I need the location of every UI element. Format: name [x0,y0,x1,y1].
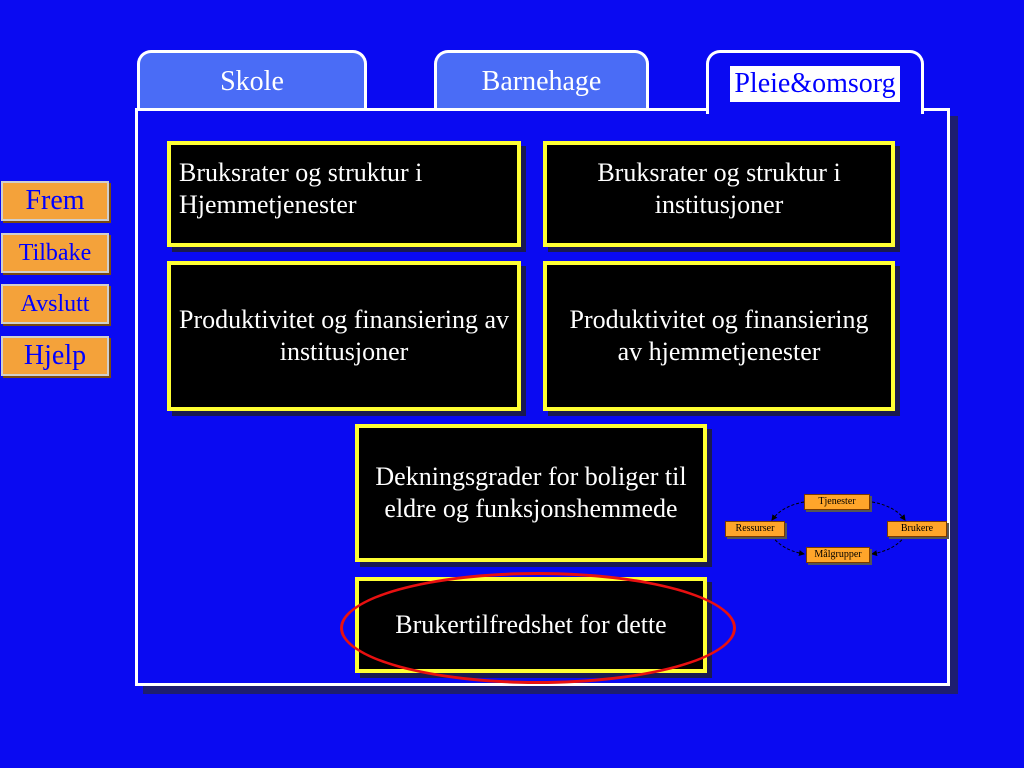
topic-produktivitet-institusjoner[interactable]: Produktivitet og finansiering av institu… [167,261,521,411]
tab-barnehage-label: Barnehage [481,65,602,97]
topic-label: Bruksrater og struktur i institusjoner [597,158,841,219]
topic-label: Dekningsgrader for boliger til eldre og … [375,462,687,523]
mini-malgrupper: Målgrupper [806,547,870,563]
tab-skole-label: Skole [220,65,284,97]
exit-label: Avslutt [20,291,90,317]
mini-brukere: Brukere [887,521,947,537]
tab-skole[interactable]: Skole [137,50,367,110]
mini-brukere-label: Brukere [900,523,934,534]
back-button[interactable]: Tilbake [1,233,109,273]
mini-ressurser: Ressurser [725,521,785,537]
help-label: Hjelp [23,340,87,371]
topic-dekningsgrader[interactable]: Dekningsgrader for boliger til eldre og … [355,424,707,562]
highlight-ellipse [340,572,736,684]
back-label: Tilbake [18,240,92,266]
topic-label: Bruksrater og struktur i Hjemmetjenester [179,158,423,219]
forward-button[interactable]: Frem [1,181,109,221]
tab-pleie-omsorg[interactable]: Pleie&omsorg [706,50,924,114]
mini-ressurser-label: Ressurser [735,523,775,534]
topic-produktivitet-hjemmetjenester[interactable]: Produktivitet og finansiering av hjemmet… [543,261,895,411]
tab-barnehage[interactable]: Barnehage [434,50,649,110]
mini-tjenester: Tjenester [804,494,870,510]
mini-malgrupper-label: Målgrupper [814,549,862,560]
mini-diagram-arrows [771,501,906,557]
help-button[interactable]: Hjelp [1,336,109,376]
mini-tjenester-label: Tjenester [818,496,856,507]
forward-label: Frem [25,185,85,216]
tab-pleie-omsorg-label: Pleie&omsorg [730,65,900,102]
topic-label: Produktivitet og finansiering av hjemmet… [569,305,869,366]
exit-button[interactable]: Avslutt [1,284,109,324]
topic-label: Produktivitet og finansiering av institu… [179,305,510,366]
topic-bruksrater-institusjoner[interactable]: Bruksrater og struktur i institusjoner [543,141,895,247]
topic-bruksrater-hjemmetjenester[interactable]: Bruksrater og struktur i Hjemmetjenester [167,141,521,247]
